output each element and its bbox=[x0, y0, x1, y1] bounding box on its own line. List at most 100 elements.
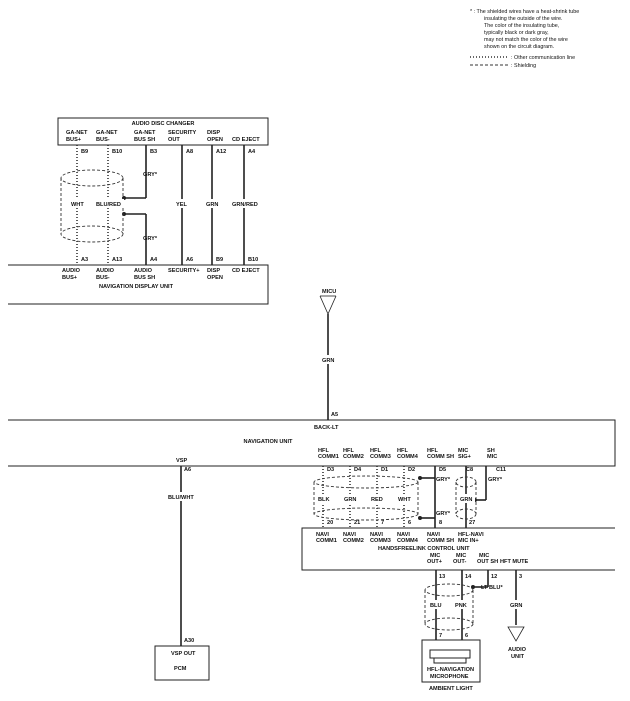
terminal-a30: A30 bbox=[184, 638, 194, 644]
terminal-a3: A3 bbox=[81, 257, 88, 263]
audio-unit-label-1: AUDIO bbox=[508, 647, 527, 653]
ndu-pin-label-2b: BUS- bbox=[96, 275, 110, 281]
adc-pin-label-3: GA-NET bbox=[134, 130, 156, 136]
handsfree-unit-label: HANDSFREELINK CONTROL UNIT bbox=[378, 546, 470, 552]
wire-color-lt-blu: LT BLU* bbox=[481, 585, 503, 591]
ndu-pin-label-5: DISP bbox=[207, 268, 220, 274]
shielded-cable-comm bbox=[313, 475, 419, 521]
wire-color-blk: BLK bbox=[318, 497, 330, 503]
wire-color-yel: YEL bbox=[176, 202, 187, 208]
terminal-a6-vsp: A6 bbox=[184, 467, 191, 473]
terminal-6: 6 bbox=[408, 520, 411, 526]
hf-bottom-pin-1b: OUT+ bbox=[427, 559, 443, 565]
wire-color-grn-comm: GRN bbox=[344, 497, 356, 503]
terminal-3: 3 bbox=[519, 574, 522, 580]
navigation-display-unit-label: NAVIGATION DISPLAY UNIT bbox=[99, 284, 174, 290]
microphone-label-2: MICROPHONE bbox=[430, 674, 469, 680]
pcm-label: PCM bbox=[174, 666, 187, 672]
hf-pin-3a: NAVI bbox=[370, 532, 383, 538]
nu-pin-7a: SH bbox=[487, 448, 495, 454]
wire-color-blu-wht: BLU/WHT bbox=[168, 495, 194, 501]
hf-pin-1a: NAVI bbox=[316, 532, 329, 538]
hf-pin-5b: COMM SH bbox=[427, 538, 454, 544]
terminal-14: 14 bbox=[465, 574, 472, 580]
terminal-b9-bottom: B9 bbox=[216, 257, 223, 263]
ambient-light-label: AMBIENT LIGHT bbox=[429, 686, 473, 692]
wire-color-pnk: PNK bbox=[455, 603, 467, 609]
handsfreelink-control-unit: NAVI COMM1 NAVI COMM2 NAVI COMM3 NAVI CO… bbox=[301, 527, 615, 571]
terminal-b3: B3 bbox=[150, 149, 157, 155]
wire-color-grn-mic: GRN bbox=[460, 497, 472, 503]
wire-color-blu-red: BLU/RED bbox=[96, 202, 121, 208]
terminal-a5: A5 bbox=[331, 412, 338, 418]
hf-pin-1b: COMM1 bbox=[316, 538, 337, 544]
pcm-pin-vsp-out: VSP OUT bbox=[171, 651, 196, 657]
shielded-cable-microphone bbox=[424, 583, 474, 631]
legend: * : The shielded wires have a heat-shrin… bbox=[470, 9, 579, 69]
nu-pin-2b: COMM2 bbox=[343, 454, 364, 460]
wire-color-blu: BLU bbox=[430, 603, 442, 609]
terminal-20: 20 bbox=[327, 520, 333, 526]
hf-pin-4b: COMM4 bbox=[397, 538, 419, 544]
legend-note-6: shown on the circuit diagram. bbox=[484, 44, 554, 50]
hf-bottom-pin-3b: OUT SH bbox=[477, 559, 498, 565]
adc-pin-label-2b: BUS- bbox=[96, 137, 110, 143]
hf-bottom-pin-2b: OUT- bbox=[453, 559, 466, 565]
back-lt-label: BACK-LT bbox=[314, 425, 339, 431]
hf-pin-2b: COMM2 bbox=[343, 538, 364, 544]
hf-pin-6b: MIC IN+ bbox=[458, 538, 479, 544]
audio-disc-changer-box bbox=[57, 117, 269, 146]
audio-unit-label-2: UNIT bbox=[511, 654, 525, 660]
nu-pin-2a: HFL bbox=[343, 448, 354, 454]
legend-note-5: may not match the color of the wire bbox=[484, 37, 568, 43]
wire-color-grn-mute: GRN bbox=[510, 603, 522, 609]
terminal-a12: A12 bbox=[216, 149, 226, 155]
nu-pin-5b: COMM SH bbox=[427, 454, 454, 460]
adc-pin-label-4b: OUT bbox=[168, 137, 180, 143]
adc-pin-label-1: GA-NET bbox=[66, 130, 88, 136]
hf-pin-5a: NAVI bbox=[427, 532, 440, 538]
terminal-a4: A4 bbox=[150, 257, 158, 263]
gry-label-bottom: GRY* bbox=[143, 236, 158, 242]
ndu-pin-label-1: AUDIO bbox=[62, 268, 81, 274]
nu-pin-7b: MIC bbox=[487, 454, 497, 460]
hf-pin-6a: HFL-NAVI bbox=[458, 532, 484, 538]
adc-pin-label-6: CD EJECT bbox=[232, 137, 260, 143]
micu-label: MICU bbox=[322, 289, 336, 295]
legend-other-comm: : Other communication line bbox=[511, 55, 575, 61]
nu-pin-3b: COMM3 bbox=[370, 454, 391, 460]
hf-bottom-pin-1a: MIC bbox=[430, 553, 440, 559]
adc-pin-label-1b: BUS+ bbox=[66, 137, 82, 143]
legend-note-1: * : The shielded wires have a heat-shrin… bbox=[470, 9, 579, 15]
terminal-13: 13 bbox=[439, 574, 445, 580]
legend-note-3: The color of the insulating tube, bbox=[484, 23, 560, 29]
hf-pin-4a: NAVI bbox=[397, 532, 410, 538]
ndu-pin-label-3b: BUS SH bbox=[134, 275, 155, 281]
ndu-pin-label-3: AUDIO bbox=[134, 268, 153, 274]
legend-shielding: : Shielding bbox=[511, 63, 536, 69]
adc-pin-label-2: GA-NET bbox=[96, 130, 118, 136]
terminal-d2: D2 bbox=[408, 467, 415, 473]
shielded-cable-mic bbox=[455, 476, 477, 520]
terminal-b10-bottom: B10 bbox=[248, 257, 258, 263]
terminal-a8: A8 bbox=[186, 149, 193, 155]
wire-color-grn: GRN bbox=[206, 202, 218, 208]
wire-color-wht-comm: WHT bbox=[398, 497, 411, 503]
terminal-d5: D5 bbox=[439, 467, 446, 473]
hf-bottom-pin-4: HFT MUTE bbox=[500, 559, 529, 565]
adc-pin-label-5: DISP bbox=[207, 130, 220, 136]
gry-label-nu-mic: GRY* bbox=[488, 477, 503, 483]
ndu-pin-label-2: AUDIO bbox=[96, 268, 115, 274]
terminal-d4: D4 bbox=[354, 467, 362, 473]
nu-pin-4b: COMM4 bbox=[397, 454, 419, 460]
terminal-d1: D1 bbox=[381, 467, 388, 473]
ndu-pin-label-1b: BUS+ bbox=[62, 275, 78, 281]
terminal-27: 27 bbox=[469, 520, 475, 526]
hfl-navigation-microphone: HFL-NAVIGATION MICROPHONE AMBIENT LIGHT bbox=[421, 639, 481, 692]
nu-pin-5a: HFL bbox=[427, 448, 438, 454]
wire-color-grn-red: GRN/RED bbox=[232, 202, 258, 208]
legend-note-4: typically black or dark gray, bbox=[484, 30, 549, 36]
terminal-8: 8 bbox=[439, 520, 442, 526]
micu: MICU GRN A5 bbox=[319, 289, 338, 420]
terminal-b10: B10 bbox=[112, 149, 122, 155]
